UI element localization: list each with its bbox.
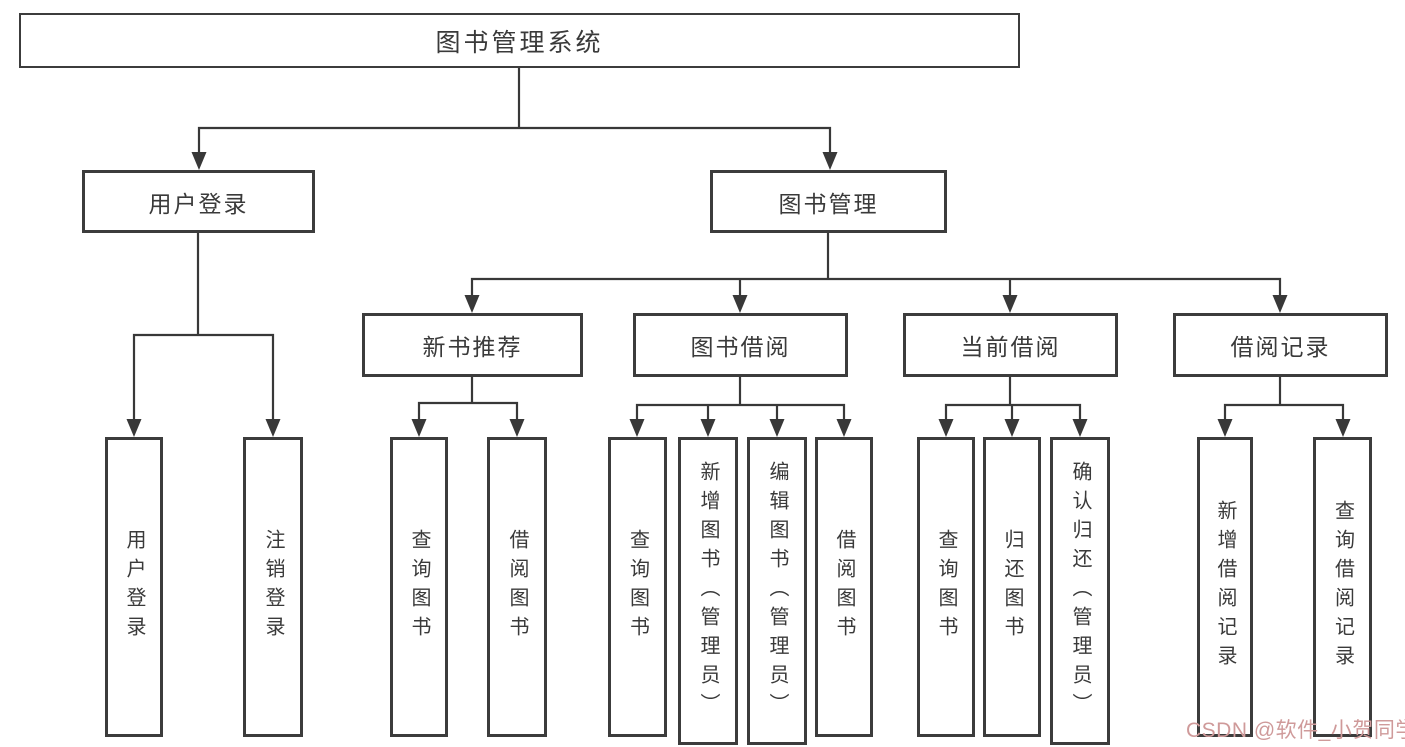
node-root-label: 图书管理系统 xyxy=(435,28,604,57)
leaf-return-book-label: 归还图书 xyxy=(1001,529,1023,645)
leaf-borrow-book-recommend: 借阅图书 xyxy=(487,437,547,737)
leaf-add-book-admin-label: 新增图书（管理员） xyxy=(697,460,719,722)
node-root: 图书管理系统 xyxy=(19,13,1020,68)
arrowhead-icon xyxy=(126,152,1351,437)
leaf-borrow-book: 借阅图书 xyxy=(815,437,873,737)
leaf-query-book-recommend: 查询图书 xyxy=(390,437,448,737)
watermark: CSDN @软件_小贺同学 xyxy=(1186,719,1405,742)
node-user-login: 用户登录 xyxy=(82,170,315,233)
leaf-borrow-book-label: 借阅图书 xyxy=(833,529,855,645)
node-book-management: 图书管理 xyxy=(710,170,947,233)
leaf-query-book-borrow: 查询图书 xyxy=(608,437,667,737)
node-book-borrow-label: 图书借阅 xyxy=(690,334,791,360)
node-borrow-records-label: 借阅记录 xyxy=(1230,334,1331,360)
node-new-book-recommend: 新书推荐 xyxy=(362,313,583,377)
node-current-borrow-label: 当前借阅 xyxy=(960,334,1061,360)
leaf-query-book-borrow-label: 查询图书 xyxy=(626,529,649,645)
leaf-add-borrow-record: 新增借阅记录 xyxy=(1197,437,1253,737)
leaf-confirm-return-admin-label: 确认归还（管理员） xyxy=(1069,460,1091,722)
leaf-return-book: 归还图书 xyxy=(983,437,1041,737)
node-book-borrow: 图书借阅 xyxy=(633,313,848,377)
leaf-query-borrow-record-label: 查询借阅记录 xyxy=(1331,500,1354,674)
node-new-book-recommend-label: 新书推荐 xyxy=(422,334,523,360)
node-book-management-label: 图书管理 xyxy=(778,190,879,217)
leaf-user-login-label: 用户登录 xyxy=(123,529,145,645)
leaf-borrow-book-recommend-label: 借阅图书 xyxy=(506,529,528,645)
leaf-user-login: 用户登录 xyxy=(105,437,163,737)
leaf-query-borrow-record: 查询借阅记录 xyxy=(1313,437,1372,737)
leaf-logout-label: 注销登录 xyxy=(262,529,284,645)
leaf-edit-book-admin-label: 编辑图书（管理员） xyxy=(766,460,788,722)
leaf-edit-book-admin: 编辑图书（管理员） xyxy=(747,437,807,745)
leaf-confirm-return-admin: 确认归还（管理员） xyxy=(1050,437,1110,745)
leaf-logout: 注销登录 xyxy=(243,437,303,737)
node-borrow-records: 借阅记录 xyxy=(1173,313,1388,377)
leaf-query-book-current-label: 查询图书 xyxy=(935,529,957,645)
leaf-query-book-current: 查询图书 xyxy=(917,437,975,737)
leaf-add-borrow-record-label: 新增借阅记录 xyxy=(1214,500,1236,674)
leaf-query-book-recommend-label: 查询图书 xyxy=(408,529,430,645)
leaf-add-book-admin: 新增图书（管理员） xyxy=(678,437,738,745)
node-user-login-label: 用户登录 xyxy=(148,190,249,217)
node-current-borrow: 当前借阅 xyxy=(903,313,1118,377)
